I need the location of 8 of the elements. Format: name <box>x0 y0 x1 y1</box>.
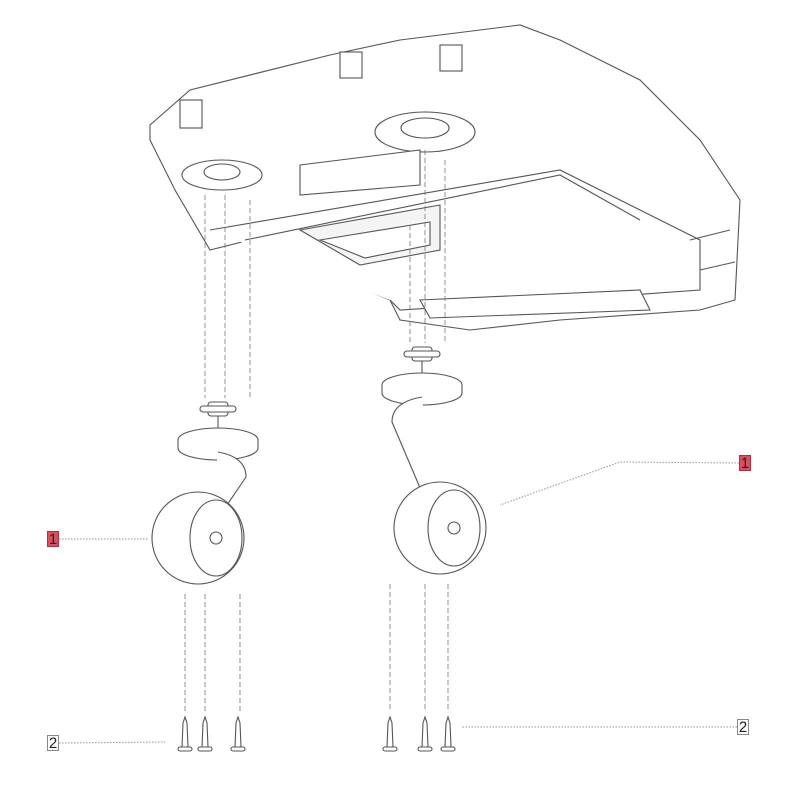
leader-line <box>500 462 740 506</box>
callout-number: 2 <box>737 719 749 735</box>
callout-number: 1 <box>739 455 751 471</box>
leader-line <box>58 742 166 744</box>
callout-number: 1 <box>47 531 59 547</box>
leader-line <box>462 726 738 728</box>
leader-line <box>58 538 148 540</box>
callout-number: 2 <box>47 735 59 751</box>
